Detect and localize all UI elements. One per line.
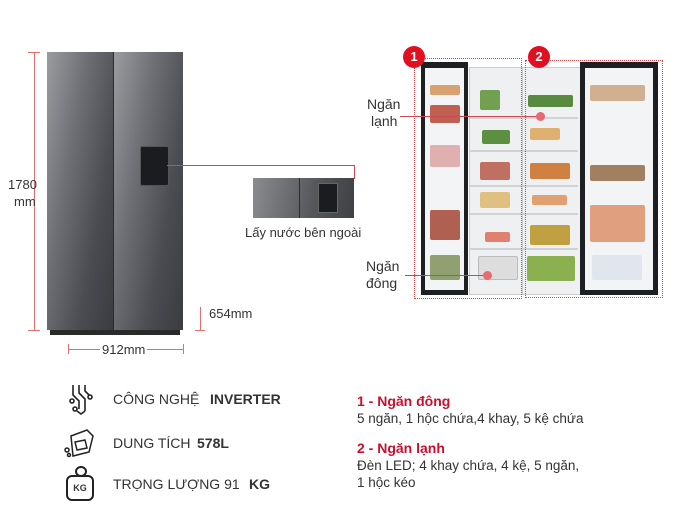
- feature-label: TRỌNG LƯỢNG 91: [113, 476, 240, 492]
- fridge-badge: 2: [528, 46, 550, 68]
- inverter-circuit-icon: [69, 385, 93, 415]
- width-value: 912mm: [100, 342, 148, 357]
- fridge-title: 2 - Ngăn lạnh: [357, 440, 445, 456]
- dispenser-caption: Lấy nước bên ngoài: [245, 225, 362, 240]
- feature-value: INVERTER: [210, 391, 281, 407]
- feature-label: DUNG TÍCH: [113, 435, 191, 451]
- freeze-label-line2: đông: [366, 275, 398, 291]
- fridge-desc-line1: Đèn LED; 4 khay chứa, 4 kệ, 5 ngăn,: [357, 458, 580, 473]
- freezer-badge: 1: [403, 46, 425, 68]
- fridge-zone-outline: [525, 60, 663, 298]
- feature-label: CÔNG NGHỆ: [113, 391, 200, 407]
- freeze-label-line1: Ngăn: [366, 258, 400, 274]
- freezer-desc: 5 ngăn, 1 hộc chứa,4 khay, 5 kệ chứa: [357, 411, 584, 426]
- height-unit: mm: [14, 194, 36, 209]
- water-dispenser: [140, 146, 169, 186]
- cool-label-line2: lạnh: [371, 113, 398, 129]
- freezer-title: 1 - Ngăn đông: [357, 393, 451, 409]
- weight-kg-icon: KG: [66, 466, 94, 501]
- dispenser-height-value: 654mm: [209, 306, 253, 321]
- cool-label-line1: Ngăn: [367, 96, 401, 112]
- feature-value: KG: [249, 476, 270, 492]
- fridge-desc-line2: 1 hộc kéo: [357, 475, 416, 490]
- height-value: 1780: [8, 177, 37, 192]
- feature-value: 578L: [197, 435, 229, 451]
- dispenser-closeup-image: [253, 178, 354, 218]
- freezer-zone-outline: [414, 58, 522, 299]
- capacity-box-icon: [64, 429, 94, 458]
